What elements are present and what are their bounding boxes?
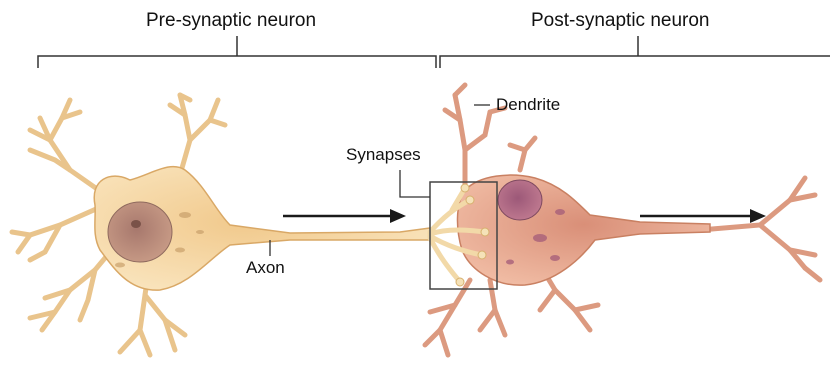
post-soma: [457, 175, 710, 285]
synapses-label: Synapses: [346, 145, 421, 165]
post-synaptic-bracket: [440, 36, 830, 68]
pre-synaptic-label: Pre-synaptic neuron: [146, 10, 316, 32]
signal-direction-arrow-2: [640, 209, 766, 223]
post-nucleus: [498, 180, 542, 220]
axon-label: Axon: [246, 258, 285, 278]
signal-direction-arrow: [283, 209, 406, 223]
post-synaptic-label: Post-synaptic neuron: [531, 10, 710, 32]
pre-nucleolus: [131, 220, 141, 228]
dendrite-label: Dendrite: [496, 95, 560, 115]
pre-synaptic-bracket: [38, 36, 436, 68]
post-synaptic-neuron: [425, 85, 820, 355]
pre-nucleus: [108, 202, 172, 262]
pre-synaptic-neuron: [12, 95, 430, 355]
